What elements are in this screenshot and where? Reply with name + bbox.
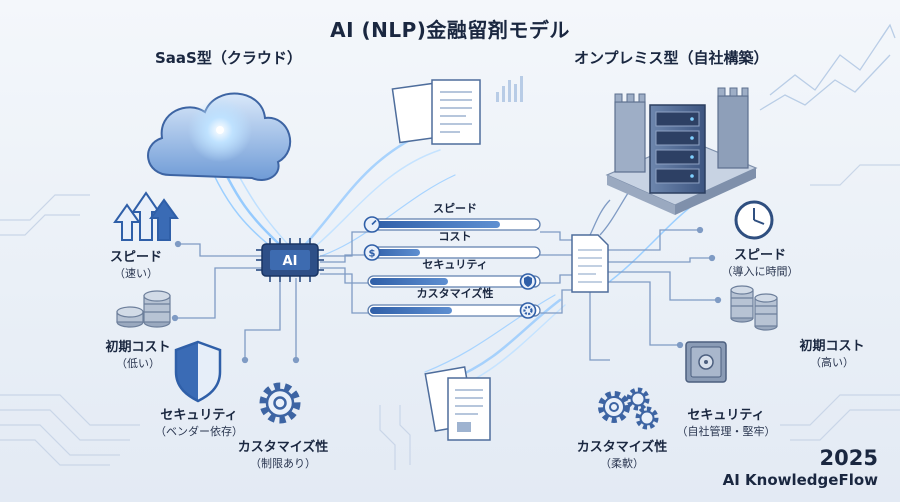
comparison-bars: $ [363,216,541,319]
document-icon [571,234,609,293]
saas-attr-custom-title: カスタマイズ性 [237,440,329,455]
footer-brand: AI KnowledgeFlow [722,471,878,489]
saas-attr-security-sub: （ベンダー依存） [155,425,243,438]
bar-label-speed: スピード [433,202,477,215]
saas-attr-cost: 初期コスト （低い） [88,336,188,371]
saas-attr-security-title: セキュリティ [160,408,238,423]
shield-icon [519,273,537,290]
onprem-attr-custom-title: カスタマイズ性 [576,440,668,455]
onprem-attr-custom: カスタマイズ性 （柔軟） [567,436,677,471]
saas-attr-speed-title: スピード [109,250,162,265]
background-mini-bars [496,76,523,102]
bar-label-security: セキュリティ [422,258,488,271]
shield-icon [174,340,222,403]
background-circuit-traces [0,164,900,470]
safe-icon [685,341,727,383]
onprem-attr-speed-title: スピード [733,248,786,263]
background-chart-lines [759,23,896,111]
saas-attr-speed: スピード （速い） [96,246,176,281]
gear-icon [259,382,301,424]
comparison-bar-3 [367,273,541,290]
onprem-attr-security-sub: （自社管理・堅牢） [676,425,776,438]
fortress-server-icon [605,87,758,215]
onprem-attr-speed: スピード （導入に時間） [710,244,810,279]
onprem-attr-security: セキュリティ （自社管理・堅牢） [666,404,786,439]
svg-text:$: $ [369,249,376,260]
comparison-bar-1 [363,216,541,233]
saas-attr-custom-sub: （制限あり） [250,457,316,470]
comparison-bar-4 [367,302,541,319]
saas-heading: SaaS型（クラウド） [155,49,302,67]
ai-chip-icon: AI [256,238,324,282]
saas-attr-cost-sub: （低い） [116,357,160,370]
footer-year: 2025 [819,446,878,470]
comparison-bar-2: $ [363,244,541,261]
coin-stack-icon [116,290,171,328]
up-arrows-icon [113,191,179,241]
coin-stacks-icon [730,285,778,331]
bar-label-cost: コスト [438,230,472,243]
onprem-connectors [540,189,722,361]
gears-icon [598,387,659,430]
onprem-attr-speed-sub: （導入に時間） [721,265,799,278]
onprem-attr-security-title: セキュリティ [687,408,765,423]
onprem-heading: オンプレミス型（自社構築） [574,49,769,67]
saas-attr-speed-sub: （速い） [114,267,158,280]
onprem-attr-custom-sub: （柔軟） [600,457,644,470]
document-stack-icon-bottom [424,366,491,441]
gear-icon [519,302,537,319]
onprem-attr-cost-title: 初期コスト [799,339,865,354]
cloud-icon [147,92,292,181]
speed-gauge-icon [363,216,381,233]
onprem-attr-cost-sub: （高い） [810,356,854,369]
saas-connectors [171,231,372,364]
bar-label-custom: カスタマイズ性 [416,287,494,300]
chip-label: AI [283,254,298,269]
clock-icon [734,200,774,240]
dollar-icon: $ [363,244,381,261]
onprem-attr-cost: 初期コスト （高い） [782,335,882,370]
saas-attr-security: セキュリティ （ベンダー依存） [140,404,258,439]
document-stack-icon [391,79,481,145]
saas-attr-cost-title: 初期コスト [105,340,171,355]
saas-attr-custom: カスタマイズ性 （制限あり） [228,436,338,471]
diagram-title: AI (NLP)金融留剤モデル [330,18,570,42]
